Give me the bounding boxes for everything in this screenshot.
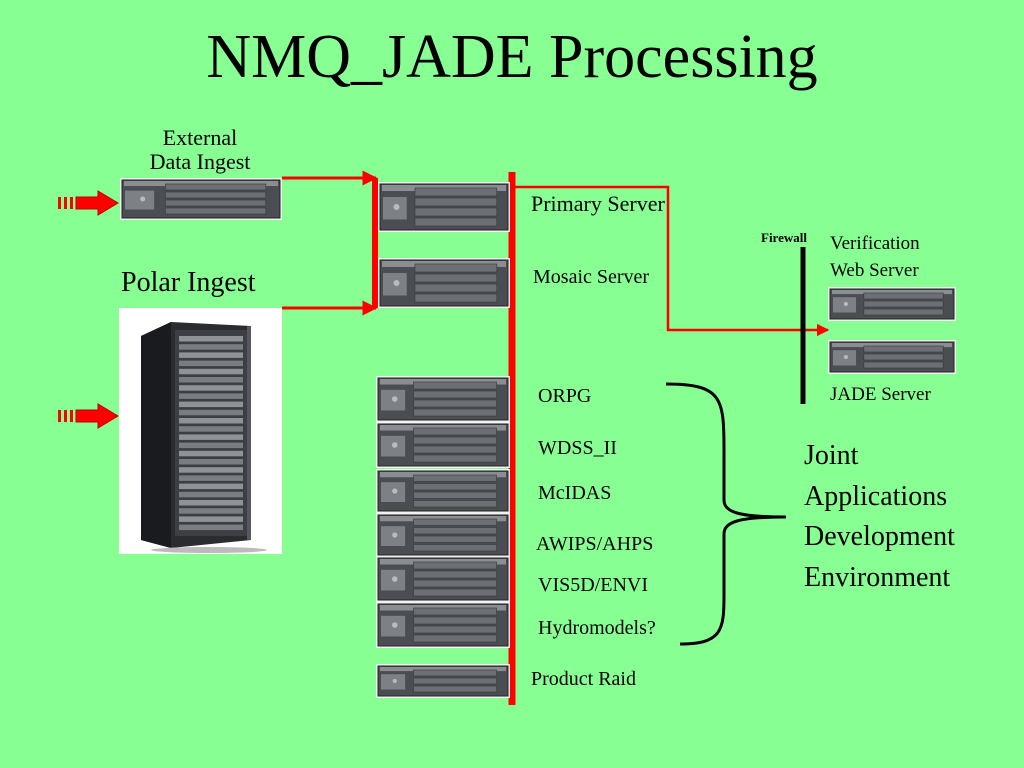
rack-drive-slot (179, 393, 243, 399)
external-ingest-arrow (58, 190, 119, 216)
server-label-mosaic: Mosaic Server (533, 266, 650, 288)
rack-cabinet-drawing (141, 322, 267, 553)
polar-ingest-label: Polar Ingest (121, 267, 256, 298)
server-label-mcidas: McIDAS (538, 482, 612, 504)
rack-drive-slot (179, 352, 243, 358)
server-unit-drawing (376, 664, 510, 698)
server-unit-drawing (376, 376, 510, 422)
joint-environment-label: Joint Applications Development Environme… (804, 440, 955, 593)
wdss-server-image (376, 422, 510, 468)
rack-drive-slot (179, 368, 243, 375)
jade-server-label: JADE Server (830, 384, 931, 405)
server-unit-drawing (120, 178, 282, 220)
server-label-wdss: WDSS_II (538, 437, 617, 459)
server-unit-drawing (376, 556, 510, 602)
rack-drive-slot (179, 483, 243, 490)
server-unit-drawing (828, 340, 956, 374)
polar-ingest-rack-image (119, 308, 282, 554)
external-ingest-server-image (120, 178, 282, 220)
orpg-server-image (376, 376, 510, 422)
server-label-vis5d: VIS5D/ENVI (538, 574, 648, 596)
awips-server-image (376, 513, 510, 557)
rack-drive-slot (179, 450, 243, 457)
rack-drive-slot (179, 434, 243, 440)
rack-drive-slot (179, 524, 243, 531)
rack-drive-slot (179, 409, 243, 416)
server-unit-drawing (378, 258, 510, 308)
server-label-hydromodels: Hydromodels? (538, 617, 656, 639)
vis5d-server-image (376, 556, 510, 602)
rack-drive-slot (179, 475, 243, 481)
rack-drive-slot (179, 401, 243, 408)
server-unit-drawing (828, 287, 956, 321)
rack-drive-slot (179, 336, 243, 342)
firewall-label: Firewall (761, 230, 807, 245)
server-unit-drawing (376, 602, 510, 648)
mcidas-server-image (376, 469, 510, 513)
rack-drive-slot (179, 500, 243, 506)
server-label-primary: Primary Server (531, 191, 665, 216)
rack-drive-slot (179, 418, 243, 424)
server-unit-drawing (378, 182, 510, 232)
server-label-orpg: ORPG (538, 385, 592, 407)
rack-drive-slot (179, 426, 243, 432)
primary-to-web-connector (512, 185, 830, 337)
rack-drive-slot (179, 459, 243, 465)
primary-server-image (378, 182, 510, 232)
verification-label: Verification Web Server (830, 233, 920, 281)
verification-web-server-image (828, 287, 956, 321)
hydromodels-server-image (376, 602, 510, 648)
rack-drive-slot (179, 508, 243, 514)
server-unit-drawing (376, 513, 510, 557)
external-ingest-label: External Data Ingest (149, 125, 251, 174)
rack-drive-slot (179, 467, 243, 473)
rack-drive-slot (179, 360, 243, 367)
jade-server-image (828, 340, 956, 374)
server-label-awips: AWIPS/AHPS (536, 533, 654, 555)
product-raid-image (376, 664, 510, 698)
slide-title: NMQ_JADE Processing (206, 23, 818, 91)
rack-drive-slot (179, 442, 243, 449)
server-label-product-raid: Product Raid (531, 668, 636, 690)
rack-drive-slot (179, 491, 243, 498)
joint-brace (665, 382, 787, 646)
rack-drive-slot (179, 344, 243, 350)
rack-drive-slot (179, 385, 243, 391)
mosaic-server-image (378, 258, 510, 308)
rack-drive-slot (179, 516, 243, 522)
rack-drive-slot (179, 377, 243, 383)
server-unit-drawing (376, 469, 510, 513)
server-unit-drawing (376, 422, 510, 468)
polar-ingest-arrow (58, 403, 119, 429)
